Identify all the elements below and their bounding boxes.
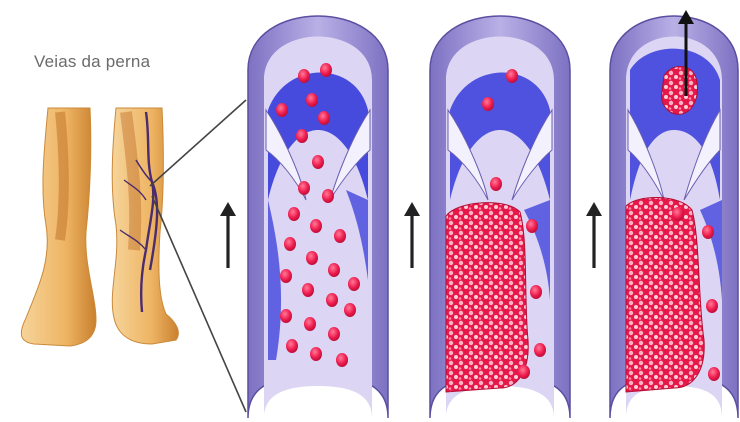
flow-arrow-3 xyxy=(586,202,602,268)
vein-normal-flow xyxy=(248,16,388,418)
vein-clot-embolus xyxy=(610,10,738,418)
flow-arrow-2 xyxy=(404,202,420,268)
blood-clot xyxy=(626,197,704,392)
right-leg xyxy=(112,108,178,344)
flow-arrow-1 xyxy=(220,202,236,268)
vein-clot-formation xyxy=(430,16,570,418)
legs-illustration xyxy=(21,100,246,412)
blood-clot xyxy=(446,203,528,392)
embolus xyxy=(662,66,698,114)
zoom-line-bottom xyxy=(152,196,246,412)
zoom-line-top xyxy=(150,100,246,186)
